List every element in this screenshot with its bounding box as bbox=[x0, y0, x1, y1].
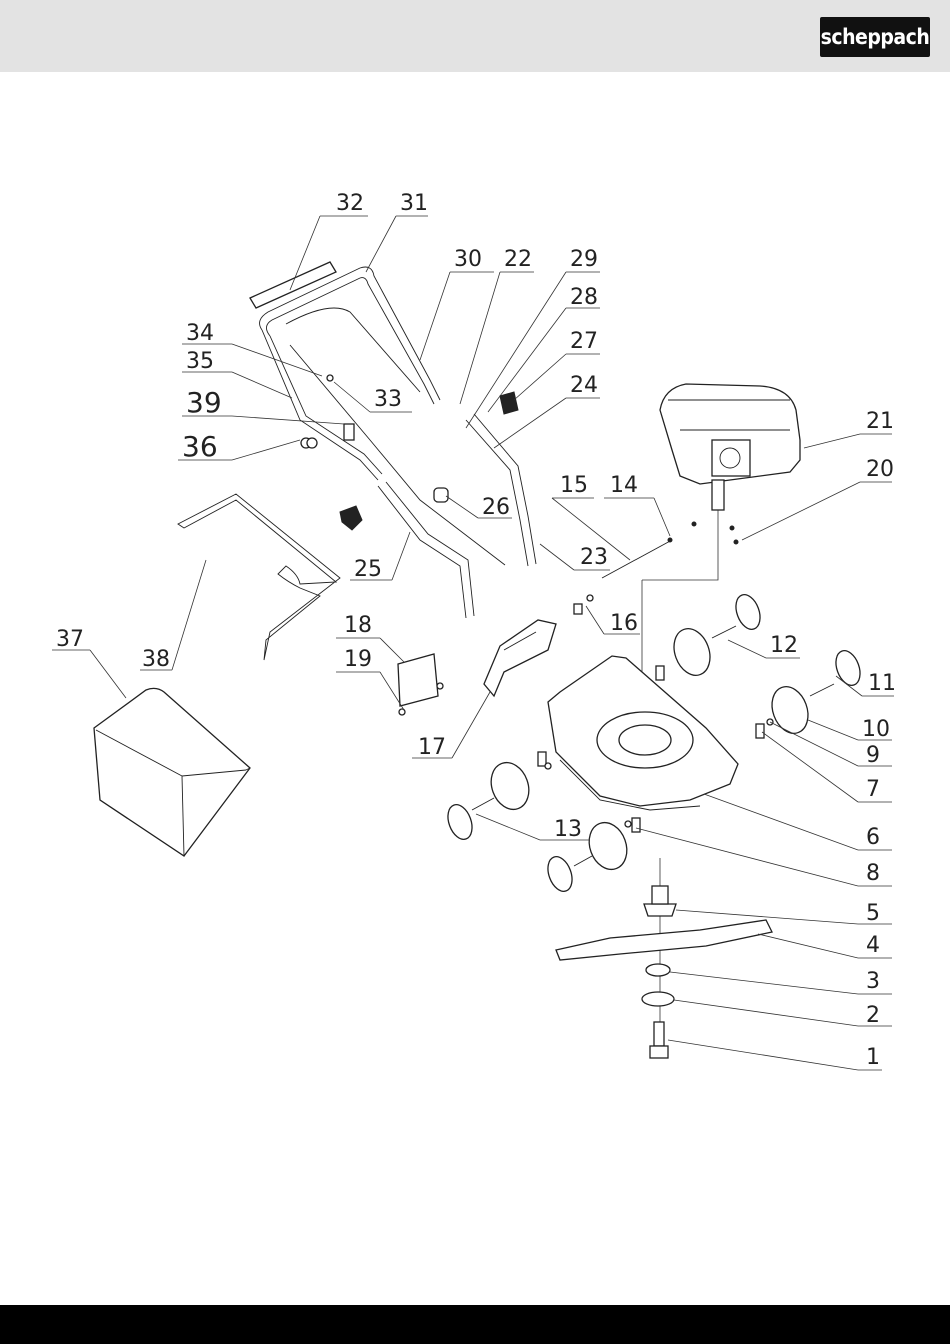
callout-9: 9 bbox=[866, 743, 880, 768]
callout-29: 29 bbox=[570, 247, 598, 272]
callout-22: 22 bbox=[504, 247, 532, 272]
callout-labels: 32 31 30 22 29 28 27 24 34 35 33 39 36 2… bbox=[56, 191, 896, 1070]
callout-13: 13 bbox=[554, 817, 582, 842]
leader-lines bbox=[52, 216, 894, 1070]
callout-25: 25 bbox=[354, 557, 382, 582]
callout-27: 27 bbox=[570, 329, 598, 354]
callout-1: 1 bbox=[866, 1045, 880, 1070]
callout-23: 23 bbox=[580, 545, 608, 570]
callout-21: 21 bbox=[866, 409, 894, 434]
callout-10: 10 bbox=[862, 717, 890, 742]
callout-18: 18 bbox=[344, 613, 372, 638]
callout-2: 2 bbox=[866, 1003, 880, 1028]
callout-37: 37 bbox=[56, 627, 84, 652]
callout-3: 3 bbox=[866, 969, 880, 994]
callout-35: 35 bbox=[186, 349, 214, 374]
callout-32: 32 bbox=[336, 191, 364, 216]
callout-4: 4 bbox=[866, 933, 880, 958]
callout-26: 26 bbox=[482, 495, 510, 520]
callout-33: 33 bbox=[374, 387, 402, 412]
wheel-12 bbox=[668, 591, 765, 680]
callout-34: 34 bbox=[186, 321, 214, 346]
wheel-10-11 bbox=[766, 647, 865, 738]
callout-20: 20 bbox=[866, 457, 894, 482]
callout-24: 24 bbox=[570, 373, 598, 398]
callout-8: 8 bbox=[866, 861, 880, 886]
callout-6: 6 bbox=[866, 825, 880, 850]
parts-drawing bbox=[94, 262, 864, 1058]
page-footer-bar bbox=[0, 1305, 950, 1344]
callout-12: 12 bbox=[770, 633, 798, 658]
callout-36: 36 bbox=[182, 430, 218, 463]
callout-31: 31 bbox=[400, 191, 428, 216]
callout-38: 38 bbox=[142, 647, 170, 672]
callout-19: 19 bbox=[344, 647, 372, 672]
callout-5: 5 bbox=[866, 901, 880, 926]
callout-17: 17 bbox=[418, 735, 446, 760]
callout-11: 11 bbox=[868, 671, 896, 696]
callout-7: 7 bbox=[866, 777, 880, 802]
callout-39: 39 bbox=[186, 386, 222, 419]
callout-14: 14 bbox=[610, 473, 638, 498]
callout-28: 28 bbox=[570, 285, 598, 310]
callout-30: 30 bbox=[454, 247, 482, 272]
callout-15: 15 bbox=[560, 473, 588, 498]
callout-16: 16 bbox=[610, 611, 638, 636]
